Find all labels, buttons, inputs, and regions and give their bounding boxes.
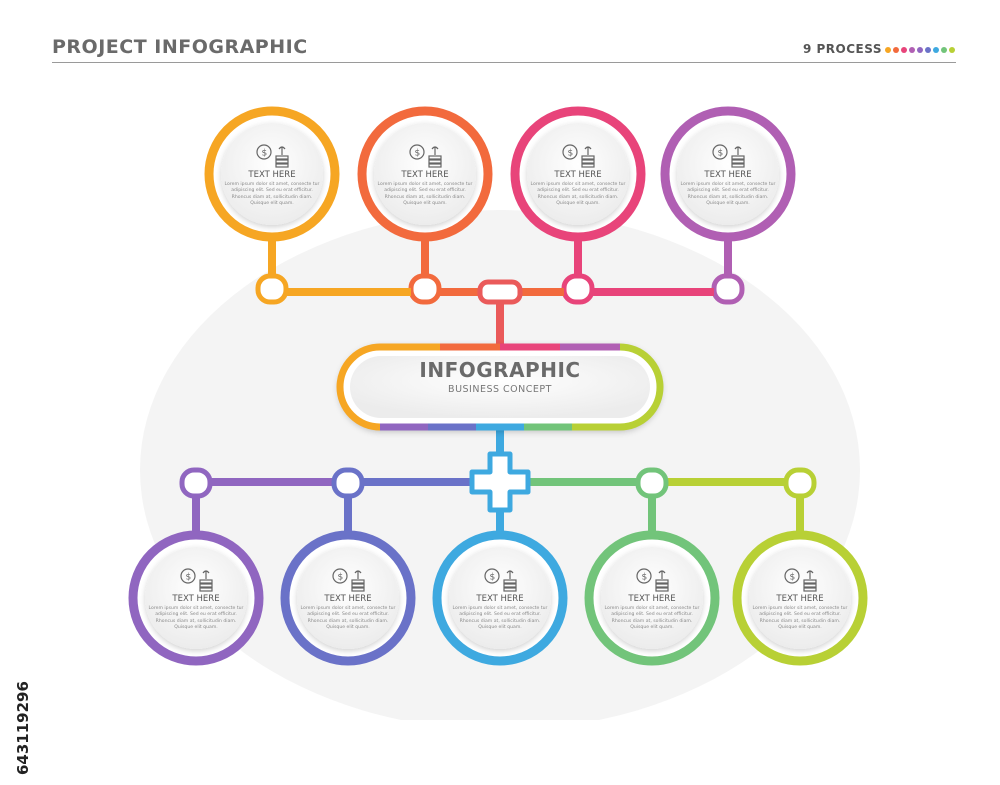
bottom-joint — [635, 467, 669, 499]
node-disc — [527, 123, 629, 225]
node-body: Lorem ipsum dolor sit amet, consecte tur… — [224, 182, 320, 206]
node-body: Lorem ipsum dolor sit amet, consecte tur… — [300, 606, 396, 630]
palette-dot — [949, 47, 955, 53]
bottom-node: $ TEXT HERE Lorem ipsum dolor sit amet, co… — [593, 562, 711, 631]
stock-id: 643119296 — [14, 681, 32, 775]
node-disc — [449, 547, 551, 649]
node-label: TEXT HERE — [554, 170, 602, 180]
svg-text:$: $ — [338, 573, 344, 583]
infographic-canvas: PROJECT INFOGRAPHIC 9 PROCESS INFOGRAPHI… — [14, 36, 956, 775]
top-node: $ TEXT HERE Lorem ipsum dolor sit amet, co… — [519, 138, 637, 207]
node-label: TEXT HERE — [401, 170, 449, 180]
palette-dot — [901, 47, 907, 53]
top-node: $ TEXT HERE Lorem ipsum dolor sit amet, co… — [213, 138, 331, 207]
palette-dot — [893, 47, 899, 53]
cross-junction — [469, 451, 531, 513]
money-bag-plant-icon: $ — [480, 562, 520, 592]
bottom-joint — [179, 467, 213, 499]
node-disc — [374, 123, 476, 225]
center-inner — [350, 356, 650, 418]
svg-text:$: $ — [718, 149, 724, 159]
bottom-joint — [783, 467, 817, 499]
node-body: Lorem ipsum dolor sit amet, consecte tur… — [604, 606, 700, 630]
node-body: Lorem ipsum dolor sit amet, consecte tur… — [148, 606, 244, 630]
node-disc — [297, 547, 399, 649]
svg-text:$: $ — [642, 573, 648, 583]
node-disc — [749, 547, 851, 649]
shield-coins-icon: $ — [708, 138, 748, 168]
top-node: $ TEXT HERE Lorem ipsum dolor sit amet, co… — [366, 138, 484, 207]
node-label: TEXT HERE — [628, 594, 676, 604]
node-body: Lorem ipsum dolor sit amet, consecte tur… — [752, 606, 848, 630]
node-disc — [601, 547, 703, 649]
money-bag-shield-icon: $ — [176, 562, 216, 592]
bottom-node: $ TEXT HERE Lorem ipsum dolor sit amet, co… — [741, 562, 859, 631]
node-label: TEXT HERE — [704, 170, 752, 180]
palette-dot — [917, 47, 923, 53]
svg-text:$: $ — [568, 149, 574, 159]
balance-scale-icon: $ — [328, 562, 368, 592]
target-flow-icon: $ — [780, 562, 820, 592]
node-disc — [677, 123, 779, 225]
node-body: Lorem ipsum dolor sit amet, consecte tur… — [452, 606, 548, 630]
bottom-joint — [331, 467, 365, 499]
top-joint — [408, 273, 442, 305]
bottom-node: $ TEXT HERE Lorem ipsum dolor sit amet, co… — [137, 562, 255, 631]
node-body: Lorem ipsum dolor sit amet, consecte tur… — [530, 182, 626, 206]
top-joint — [255, 273, 289, 305]
center-label: INFOGRAPHIC BUSINESS CONCEPT — [350, 358, 650, 395]
node-label: TEXT HERE — [248, 170, 296, 180]
palette-dot — [933, 47, 939, 53]
growth-chart-icon: $ — [558, 138, 598, 168]
svg-text:$: $ — [415, 149, 421, 159]
bottom-node: $ TEXT HERE Lorem ipsum dolor sit amet, co… — [441, 562, 559, 631]
node-disc — [221, 123, 323, 225]
palette-dot — [941, 47, 947, 53]
palette-dot — [885, 47, 891, 53]
svg-text:$: $ — [790, 573, 796, 583]
center-subtitle: BUSINESS CONCEPT — [448, 384, 552, 395]
watering-can-plant-icon: $ — [252, 138, 292, 168]
color-dots — [885, 47, 955, 53]
bottom-circles — [128, 530, 868, 666]
node-label: TEXT HERE — [172, 594, 220, 604]
connectors — [179, 233, 817, 539]
center-border-left — [336, 343, 381, 431]
process-count: 9 PROCESS — [802, 42, 882, 56]
page-title: PROJECT INFOGRAPHIC — [52, 36, 308, 58]
node-label: TEXT HERE — [776, 594, 824, 604]
svg-text:$: $ — [490, 573, 496, 583]
center-box — [336, 343, 664, 431]
top-joint — [711, 273, 745, 305]
title-rule — [52, 62, 956, 63]
node-label: TEXT HERE — [324, 594, 372, 604]
top-joint — [561, 273, 595, 305]
top-circles — [204, 106, 796, 242]
svg-text:$: $ — [262, 149, 268, 159]
node-disc — [145, 547, 247, 649]
hand-coin-icon: $ — [632, 562, 672, 592]
bottom-node: $ TEXT HERE Lorem ipsum dolor sit amet, co… — [289, 562, 407, 631]
palette-dot — [909, 47, 915, 53]
t-junction — [477, 279, 523, 305]
node-body: Lorem ipsum dolor sit amet, consecte tur… — [680, 182, 776, 206]
stock-id-wrap: 643119296 — [14, 635, 34, 785]
svg-text:$: $ — [186, 573, 192, 583]
palette-dot — [925, 47, 931, 53]
node-label: TEXT HERE — [476, 594, 524, 604]
diagram-svg — [128, 106, 868, 720]
center-title: INFOGRAPHIC — [419, 358, 581, 382]
hourglass-coins-icon: $ — [405, 138, 445, 168]
center-border-right — [619, 343, 664, 431]
top-node: $ TEXT HERE Lorem ipsum dolor sit amet, co… — [669, 138, 787, 207]
node-body: Lorem ipsum dolor sit amet, consecte tur… — [377, 182, 473, 206]
